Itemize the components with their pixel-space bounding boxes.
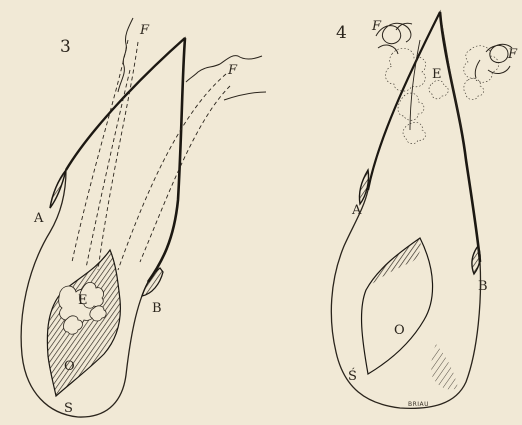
figure-3-outline	[21, 38, 185, 417]
figure-3-label-a: A	[33, 211, 44, 226]
figure-4-label-f-left: F	[371, 19, 382, 34]
figure-4-patch-a	[359, 170, 368, 204]
figure-4-label-a: A	[351, 203, 362, 218]
figure-4-opening-o-shade	[366, 238, 421, 290]
figure-3-patch-a	[50, 170, 66, 208]
figure-4-dotted-mass	[385, 46, 498, 144]
figure-4-left-edge	[368, 12, 440, 190]
figure-3-label-s: S	[64, 401, 73, 416]
figure-4-label-f-right: F	[507, 47, 518, 62]
figure-3-label-f-top: F	[139, 23, 150, 38]
figure-4-thread-right	[475, 44, 512, 78]
figure-4-label-s: Ś	[348, 367, 357, 384]
figure-3-label-e: E	[78, 293, 88, 308]
figure-4: 4 F F E A B O Ś BRIAU	[331, 12, 518, 408]
figure-4-lower-shade	[431, 344, 458, 390]
figure-3-left-edge	[66, 38, 185, 170]
figure-3-patch-b	[142, 268, 163, 296]
engraver-signature: BRIAU	[408, 401, 429, 408]
figure-4-label-o: O	[394, 323, 405, 338]
figure-3-label-o: O	[64, 359, 75, 374]
figure-3-label-b: B	[152, 301, 162, 316]
figure-3-number: 3	[60, 37, 71, 57]
figure-3-thread-right-tail	[224, 92, 266, 100]
figure-3-label-f-right: F	[227, 63, 238, 78]
figure-4-number: 4	[336, 23, 347, 43]
figure-3: 3 F F A B E O S	[21, 18, 266, 417]
figure-4-label-e: E	[432, 67, 442, 82]
figure-3-thread-right	[186, 56, 262, 82]
figure-3-right-edge	[148, 38, 185, 282]
figure-4-thread-left	[376, 23, 412, 54]
figure-4-patch-b	[472, 246, 480, 274]
figure-3-dashed-channels	[72, 40, 230, 270]
figure-4-label-b: B	[478, 279, 488, 294]
figure-3-opening-o	[47, 250, 120, 396]
figure-3-thread-top	[118, 18, 133, 92]
